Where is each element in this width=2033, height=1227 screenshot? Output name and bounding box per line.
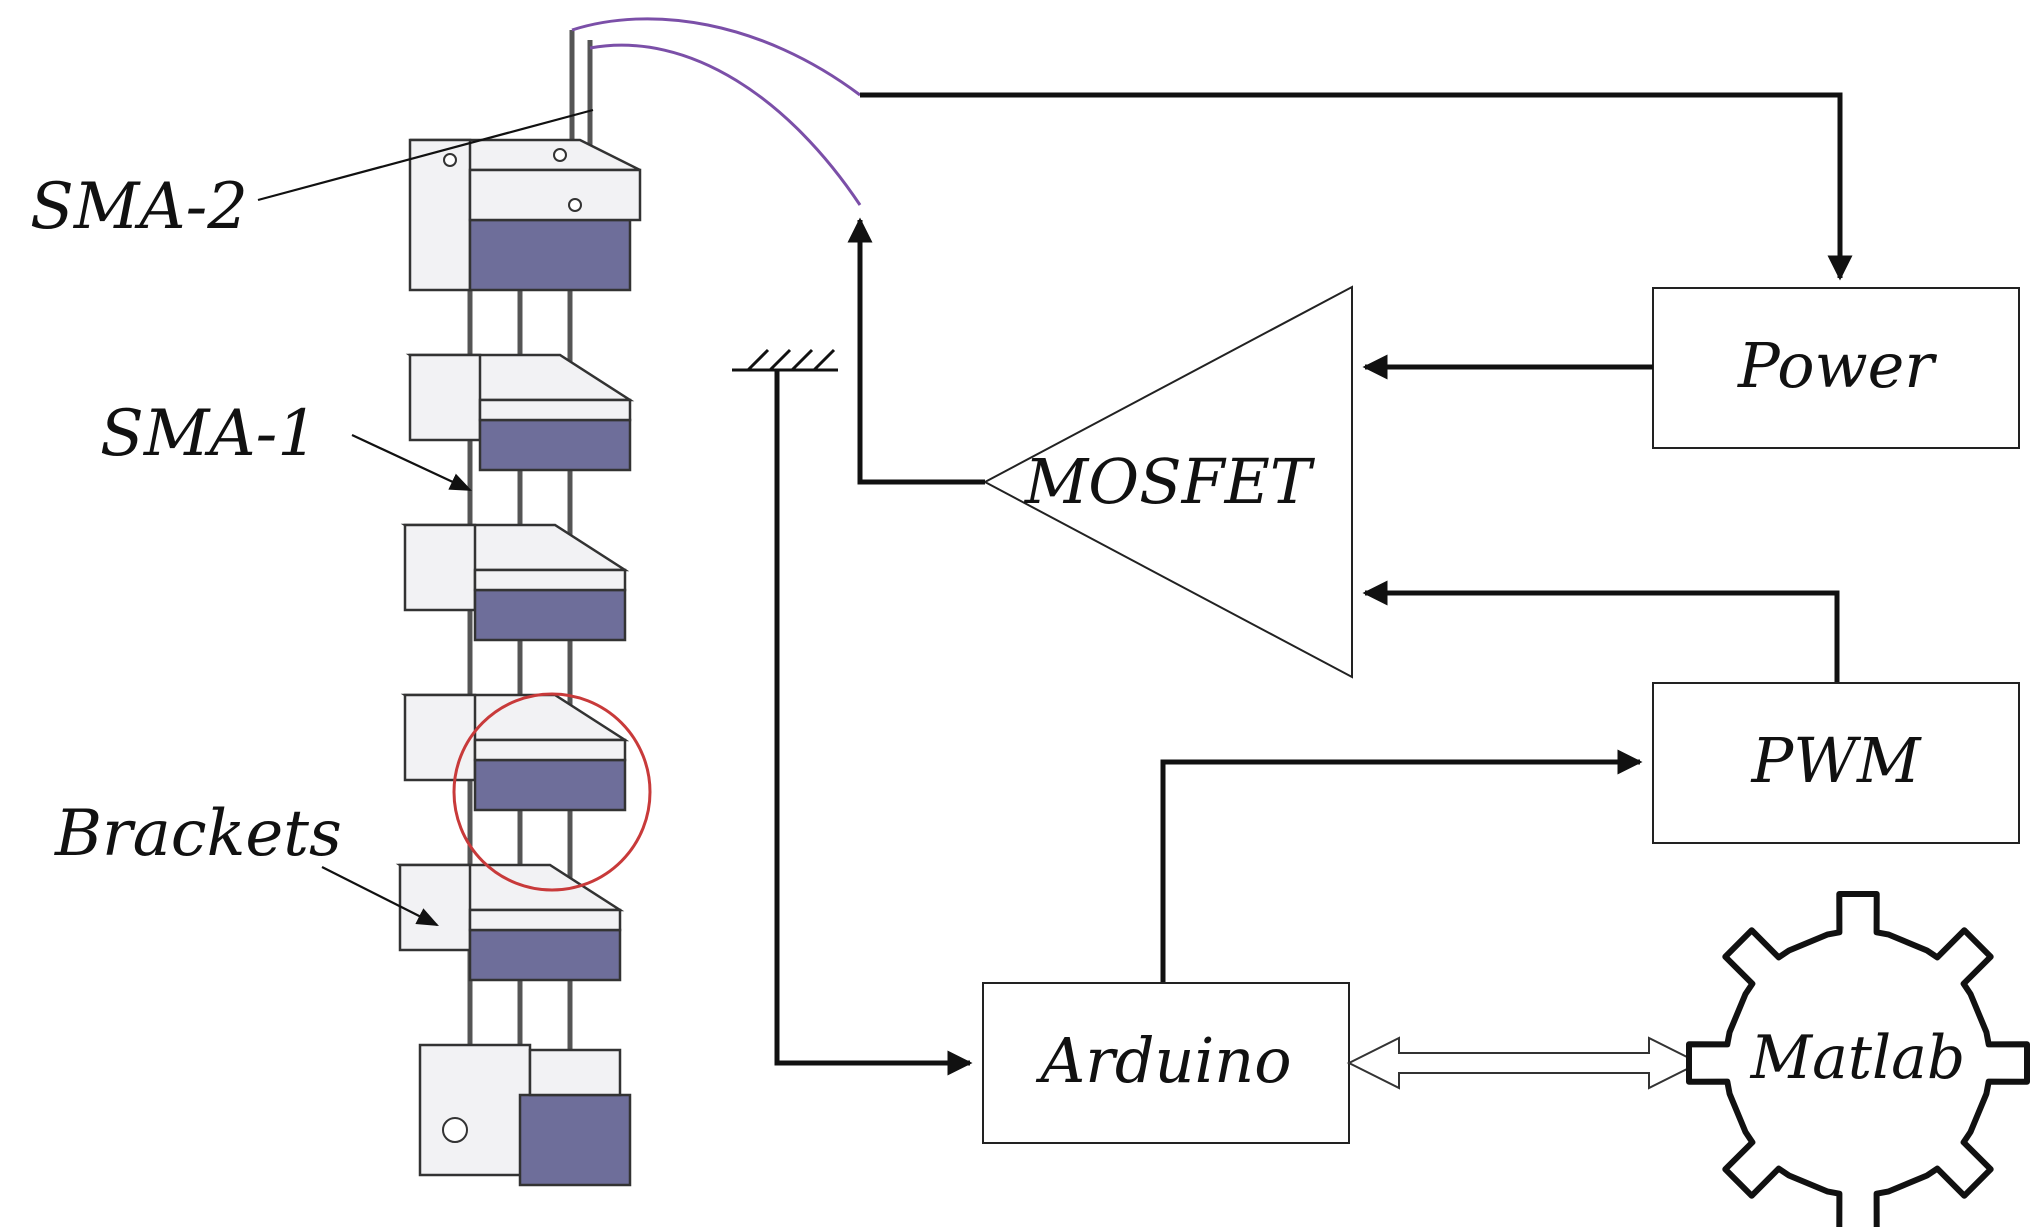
bracket-plate-1 [405,353,635,472]
label-sma-2: SMA-2 [30,170,248,244]
base-block [418,1043,632,1187]
pwm-box [1652,682,2020,844]
mosfet-label: MOSFET [1024,445,1316,518]
bracket-stack [395,30,652,1187]
arduino-matlab-link [1346,1036,1702,1090]
power-label: Power [1737,329,1937,402]
arduino-box [982,982,1350,1144]
lead-wire-2 [589,43,862,206]
lead-wire-1 [571,17,861,97]
matlab-label: Matlab [1750,1023,1966,1093]
highlight-circle [452,692,652,892]
arduino-label: Arduino [1035,1024,1291,1097]
matlab-gear-icon [1686,891,2030,1227]
power-box [1652,287,2020,449]
top-block [408,138,642,292]
bracket-plate-4 [395,863,625,982]
ground-symbol [732,348,838,372]
bracket-plate-3 [400,693,630,812]
mosfet-amplifier [982,285,1353,679]
bracket-plate-2 [400,523,630,642]
label-sma-1: SMA-1 [100,397,318,471]
pwm-label: PWM [1751,724,1922,797]
label-brackets: Brackets [54,797,342,871]
